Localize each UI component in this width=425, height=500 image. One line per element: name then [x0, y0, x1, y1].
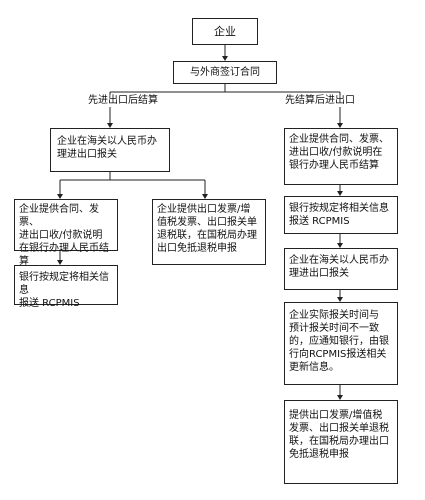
node-right-notify-bank: 企业实际报关时间与 预计报关时间不一致 的，应通知银行，由银 行向RCPMIS报… — [284, 302, 398, 385]
arrow-head — [337, 297, 343, 302]
node-sign-contract: 与外商签订合同 — [173, 61, 277, 84]
arrow-head — [222, 56, 228, 61]
node-enterprise: 企业 — [192, 18, 258, 45]
node-right-submit-docs: 企业提供合同、发票、 进出口收/付款说明在 银行办理人民币结算 — [284, 128, 398, 185]
label-right-branch: 先结算后进出口 — [285, 95, 355, 107]
arrow-head — [337, 243, 343, 248]
arrow-head — [107, 123, 113, 128]
label-left-branch: 先进出口后结算 — [88, 95, 158, 107]
arrow-head — [57, 194, 63, 199]
node-left-customs: 企业在海关以人民币办 理进出口报关 — [50, 128, 170, 172]
arrow-head — [337, 395, 343, 400]
arrow-head — [202, 194, 208, 199]
node-left-bank-report: 银行按规定将相关信息 报送 RCPMIS — [14, 265, 118, 309]
node-right-customs: 企业在海关以人民币办 理进出口报关 — [284, 248, 398, 290]
arrow-head — [337, 191, 343, 196]
arrow-head — [337, 123, 343, 128]
arrow-head — [57, 260, 63, 265]
node-right-tax-refund: 提供出口发票/增值税 发票、出口报关单退税 联，在国税局办理出口 免抵退税申报 — [284, 400, 398, 484]
node-left-tax-refund: 企业提供出口发票/增 值税发票、出口报关单 退税联，在国税局办理 出口免抵退税申… — [152, 199, 266, 265]
node-right-bank-report: 银行按规定将相关信息 报送 RCPMIS — [284, 196, 398, 234]
node-left-submit-docs: 企业提供合同、发票、 进出口收/付款说明 在银行办理人民币结算 — [14, 199, 118, 267]
